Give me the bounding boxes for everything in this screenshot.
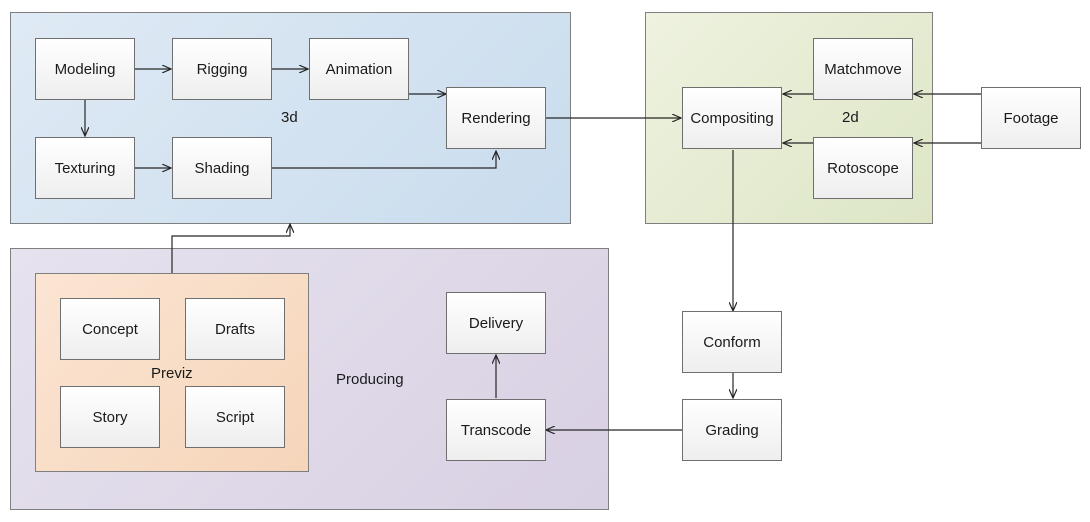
node-delivery: Delivery — [446, 292, 546, 354]
node-footage: Footage — [981, 87, 1081, 149]
node-transcode: Transcode — [446, 399, 546, 461]
node-shading: Shading — [172, 137, 272, 199]
node-animation: Animation — [309, 38, 409, 100]
label-previz: Previz — [151, 365, 193, 382]
label-producing: Producing — [336, 371, 404, 388]
node-concept: Concept — [60, 298, 160, 360]
node-conform: Conform — [682, 311, 782, 373]
node-texturing: Texturing — [35, 137, 135, 199]
node-rotoscope: Rotoscope — [813, 137, 913, 199]
node-script: Script — [185, 386, 285, 448]
edge-shading-rendering — [272, 151, 496, 169]
node-rigging: Rigging — [172, 38, 272, 100]
node-grading: Grading — [682, 399, 782, 461]
node-matchmove: Matchmove — [813, 38, 913, 100]
node-modeling: Modeling — [35, 38, 135, 100]
node-compositing: Compositing — [682, 87, 782, 149]
node-story: Story — [60, 386, 160, 448]
label-3d: 3d — [281, 109, 298, 126]
node-drafts: Drafts — [185, 298, 285, 360]
edge-previz-3d — [171, 224, 290, 273]
label-2d: 2d — [842, 109, 859, 126]
node-rendering: Rendering — [446, 87, 546, 149]
